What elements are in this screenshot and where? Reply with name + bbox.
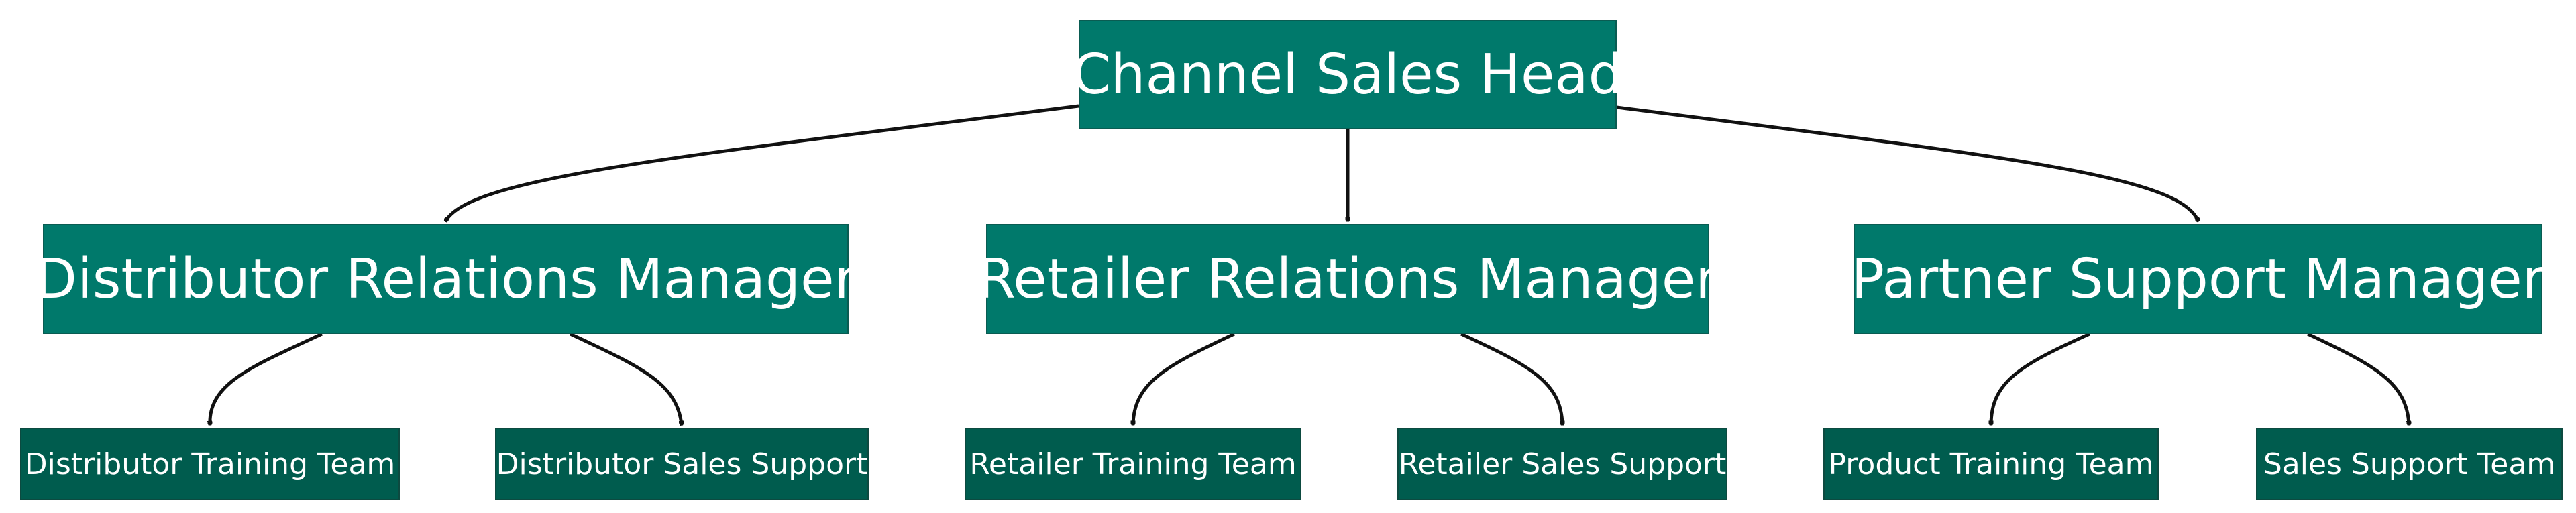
node-distributor-sales-support: Distributor Sales Support xyxy=(495,428,869,500)
node-channel-sales-head: Channel Sales Head xyxy=(1072,20,1623,129)
node-sales-support-team: Sales Support Team xyxy=(2256,428,2563,500)
edge-retailer-to-sales-support xyxy=(1460,332,1562,425)
node-distributor-relations-manager: Distributor Relations Manager xyxy=(35,224,857,334)
edge-root-to-partner-manager xyxy=(1616,105,2198,221)
edge-distributor-to-sales-support xyxy=(569,332,682,425)
node-retailer-sales-support: Retailer Sales Support xyxy=(1397,428,1727,500)
edge-partner-to-sales-support-team xyxy=(2306,332,2409,425)
edge-root-to-distributor-manager xyxy=(445,104,1079,221)
node-product-training-team: Product Training Team xyxy=(1823,428,2159,500)
edge-distributor-to-training xyxy=(210,332,323,425)
node-retailer-training-team: Retailer Training Team xyxy=(965,428,1301,500)
node-distributor-training-team: Distributor Training Team xyxy=(20,428,400,500)
edge-partner-to-product-training xyxy=(1991,332,2091,425)
node-partner-support-manager: Partner Support Manager xyxy=(1851,224,2544,334)
edge-retailer-to-training xyxy=(1133,332,1236,425)
node-retailer-relations-manager: Retailer Relations Manager xyxy=(977,224,1718,334)
